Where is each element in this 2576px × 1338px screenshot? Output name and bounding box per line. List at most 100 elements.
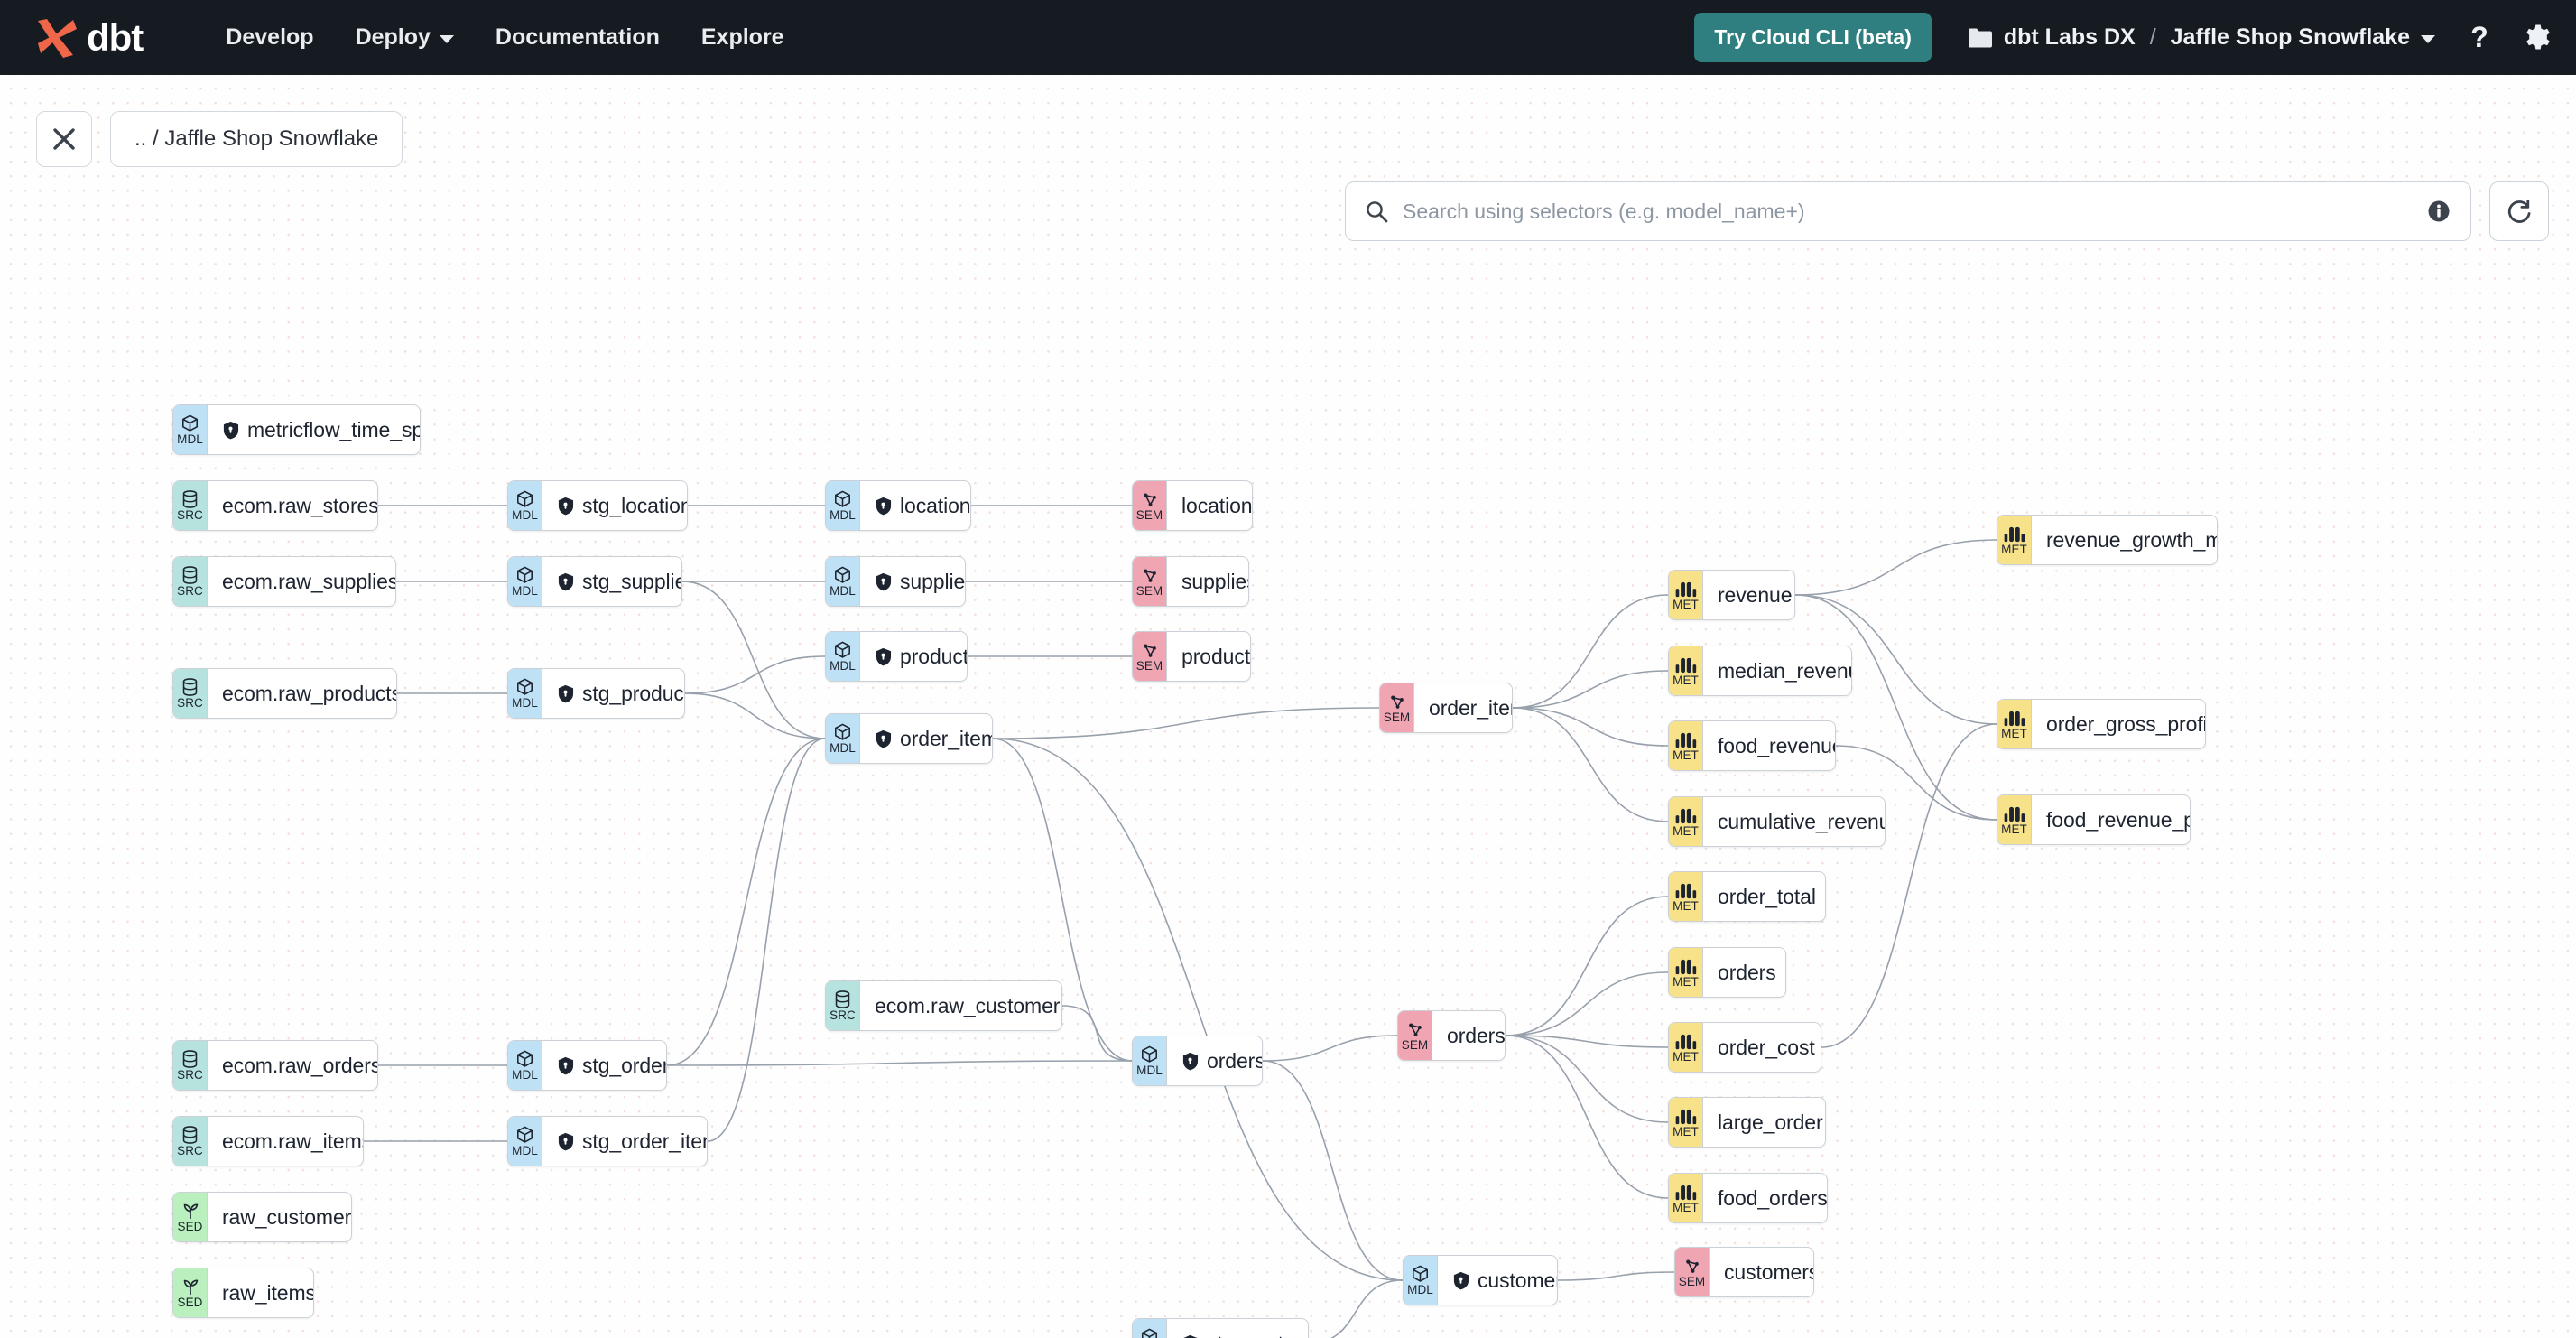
nav-right-group: Try Cloud CLI (beta) dbt Labs DX / Jaffl… <box>1694 13 2553 62</box>
bar-chart-icon <box>1675 881 1697 900</box>
node-label: order_cost <box>1718 1035 1815 1059</box>
nav-explore-label: Explore <box>700 24 784 50</box>
help-icon[interactable]: ? <box>2466 23 2493 53</box>
node-type-label: MDL <box>829 658 856 673</box>
nav-documentation[interactable]: Documentation <box>496 24 660 51</box>
lineage-canvas[interactable]: MDL metricflow_time_spineSRCecom.raw_stor… <box>0 75 2576 1338</box>
breadcrumb-separator: / <box>2149 24 2156 50</box>
folder-icon <box>1968 28 1992 48</box>
node-type-badge-met: MET <box>1997 795 2032 844</box>
info-icon[interactable] <box>2427 200 2451 223</box>
node-type-badge-met: MET <box>1669 948 1703 997</box>
node-label: stg_orders <box>582 1053 666 1077</box>
node-type-label: MET <box>1673 1124 1699 1138</box>
node-body: revenue <box>1703 571 1794 619</box>
dbt-logo[interactable]: dbt <box>32 14 144 62</box>
node-type-badge-met: MET <box>1997 700 2032 748</box>
node-type-badge-mdl: MDL <box>508 1041 542 1090</box>
search-input[interactable] <box>1403 199 2427 224</box>
node-type-label: MET <box>1673 1049 1699 1064</box>
node-label: order_total <box>1718 884 1816 908</box>
refresh-button[interactable] <box>2489 181 2549 241</box>
node-label: ecom.raw_items <box>222 1129 364 1153</box>
node-label: stg_products <box>582 681 684 705</box>
database-icon <box>181 489 199 509</box>
node-type-label: MET <box>1673 823 1699 838</box>
node-type-label: MDL <box>512 583 538 598</box>
nav-develop[interactable]: Develop <box>226 24 313 51</box>
close-button[interactable] <box>36 111 92 167</box>
node-type-badge-met: MET <box>1669 1174 1703 1222</box>
search-bar[interactable] <box>1345 181 2471 241</box>
lineage-node-sem-supplies[interactable]: SEMsupplies <box>1132 556 1249 607</box>
shield-icon <box>876 497 892 515</box>
breadcrumb[interactable]: .. / Jaffle Shop Snowflake <box>110 111 403 167</box>
gear-icon[interactable] <box>2524 23 2553 52</box>
node-type-badge-mdl: MDL <box>1133 1036 1167 1085</box>
project-selector[interactable]: dbt Labs DX / Jaffle Shop Snowflake <box>1968 24 2435 51</box>
node-type-badge-mdl: MDL <box>826 557 860 606</box>
node-body: food_revenue_pct <box>2032 795 2190 844</box>
try-cloud-cli-button[interactable]: Try Cloud CLI (beta) <box>1694 13 1932 62</box>
node-type-badge-sem: SEM <box>1133 481 1167 530</box>
node-body: metricflow_time_spine <box>208 405 420 454</box>
lineage-node-products[interactable]: MDLproducts <box>825 631 968 682</box>
lineage-node-sem-locations[interactable]: SEMlocations <box>1132 480 1253 531</box>
nav-explore[interactable]: Explore <box>701 24 784 51</box>
node-body: stg_locations <box>542 481 687 530</box>
node-label: customers <box>1478 1268 1557 1292</box>
lineage-edge <box>666 738 826 1066</box>
node-type-label: SEM <box>1135 507 1163 522</box>
lineage-node-met-order-cost[interactable]: MET order_cost <box>1668 1022 1821 1073</box>
shield-icon <box>558 1132 574 1150</box>
shield-icon <box>558 684 574 702</box>
node-type-badge-met: MET <box>1669 721 1703 770</box>
lineage-node-sem-products[interactable]: SEMproducts <box>1132 631 1251 682</box>
node-type-label: MDL <box>177 432 203 446</box>
lineage-node-metricflow-time-spine[interactable]: MDL metricflow_time_spine <box>172 404 421 455</box>
lineage-node-locations[interactable]: MDLlocations <box>825 480 971 531</box>
shield-icon <box>876 729 892 748</box>
node-type-badge-mdl: MDL <box>1404 1256 1438 1305</box>
cube-icon <box>514 490 535 509</box>
bar-chart-icon <box>2004 804 2025 823</box>
nav-deploy[interactable]: Deploy <box>356 24 454 51</box>
node-type-badge-src: SRC <box>173 557 208 606</box>
node-type-label: MDL <box>512 1143 538 1157</box>
lineage-node-stg-orders[interactable]: MDL stg_orders <box>507 1040 667 1091</box>
lineage-node-customers[interactable]: MDL customers <box>1403 1255 1558 1305</box>
lineage-node-supplies[interactable]: MDLsupplies <box>825 556 966 607</box>
lineage-nodes: MDL metricflow_time_spineSRCecom.raw_stor… <box>0 75 2576 1338</box>
top-navigation-bar: dbt Develop Deploy Documentation Explore… <box>0 0 2576 75</box>
cube-icon <box>832 723 853 742</box>
